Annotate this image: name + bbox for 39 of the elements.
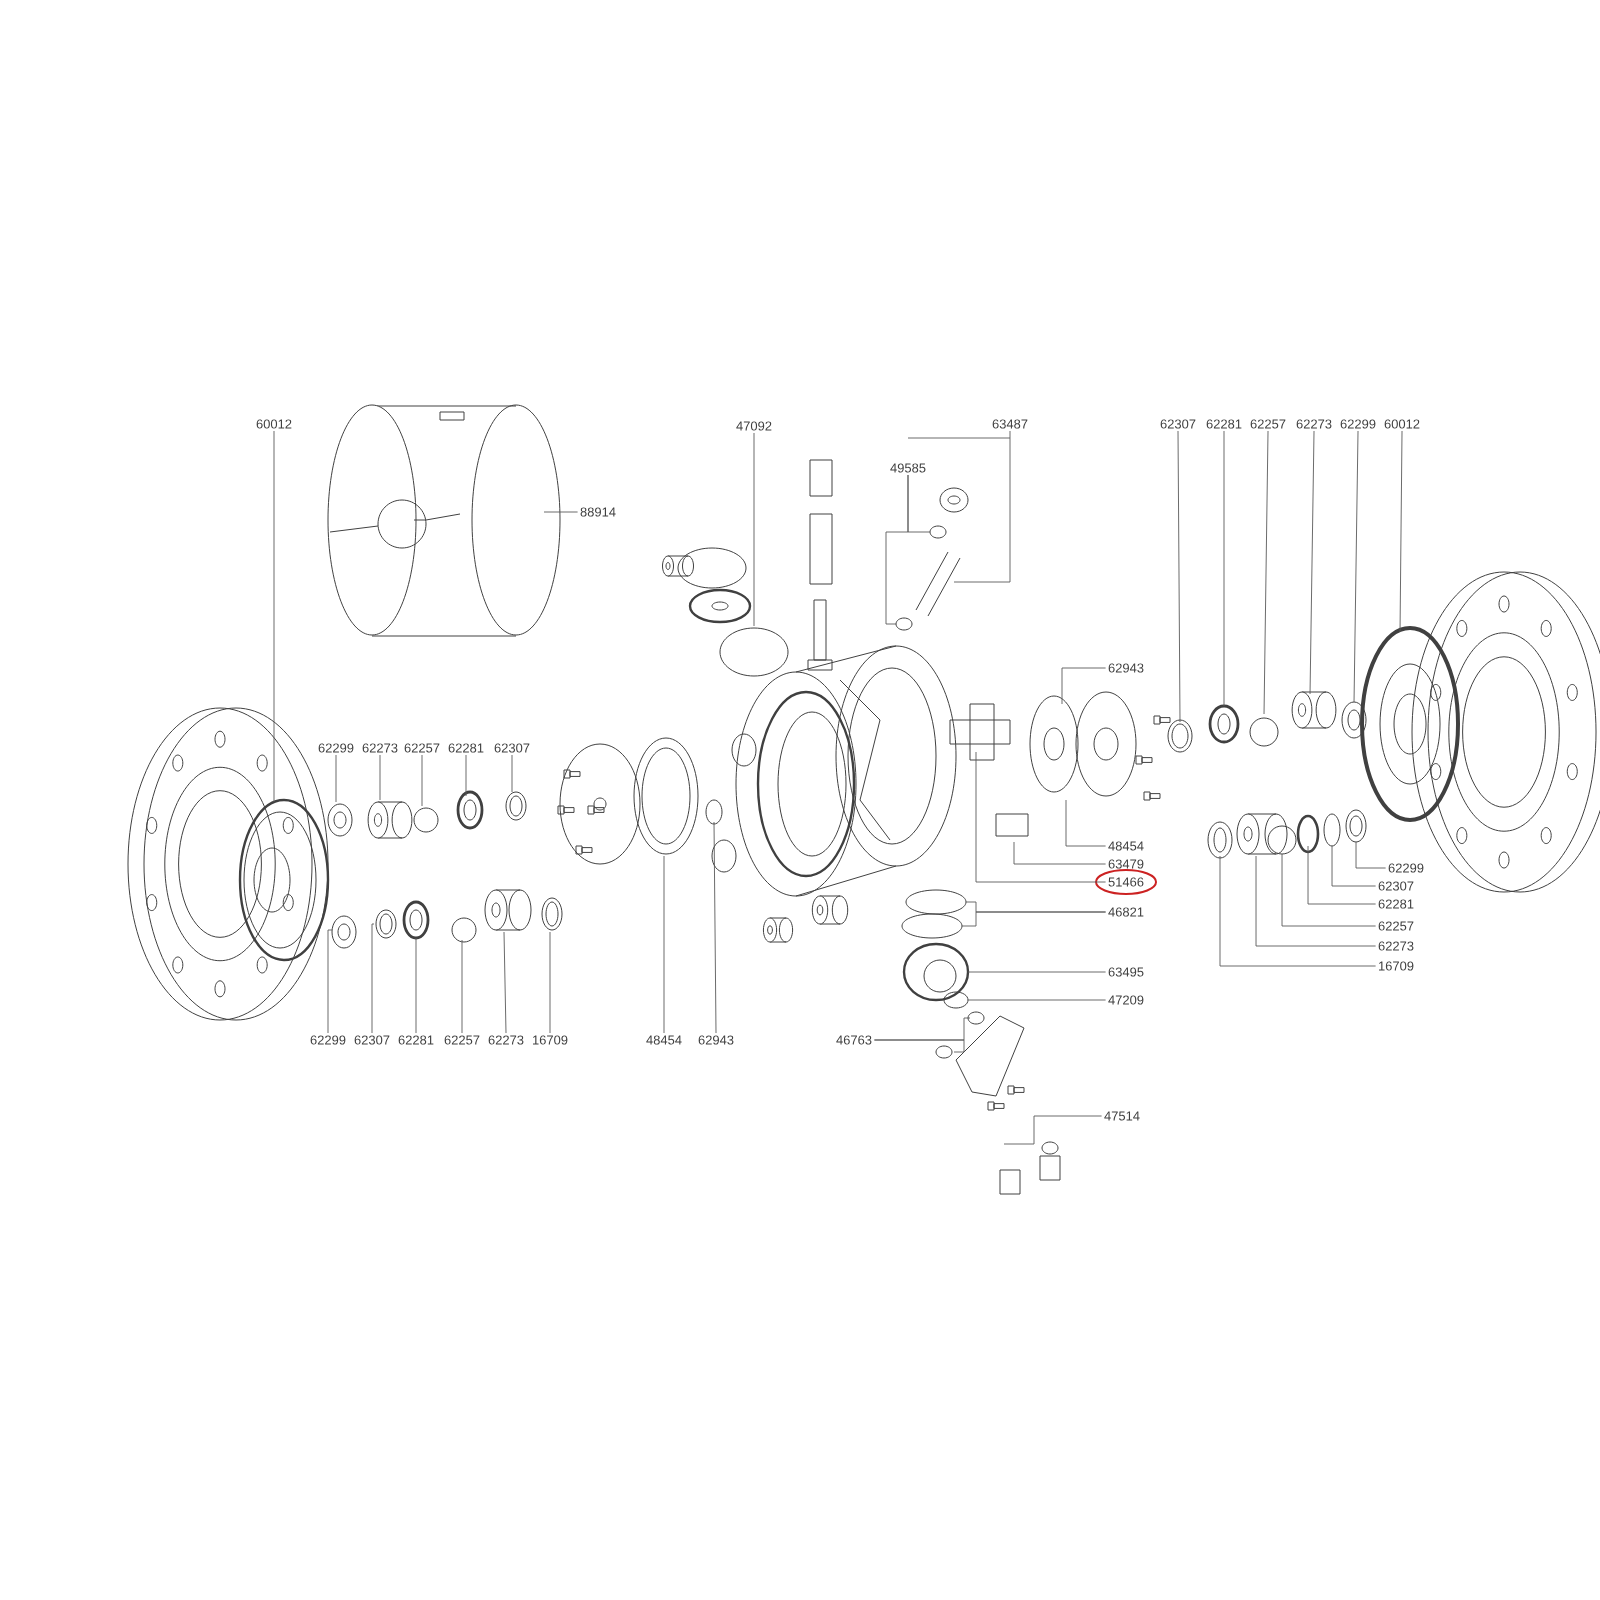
leader-line bbox=[873, 1039, 965, 1053]
leader-line bbox=[1355, 841, 1387, 869]
leader-line bbox=[967, 971, 1107, 973]
leader-line bbox=[753, 432, 755, 627]
leader-line bbox=[1003, 1115, 1103, 1145]
leader-line bbox=[967, 999, 1107, 1001]
leader-line bbox=[327, 929, 333, 1034]
leader-line bbox=[1013, 841, 1107, 865]
leader-line bbox=[1399, 430, 1403, 633]
leader-line bbox=[1309, 430, 1315, 695]
leader-line bbox=[885, 474, 909, 625]
leader-line bbox=[1219, 855, 1377, 967]
leader-line bbox=[511, 754, 513, 793]
leader-line bbox=[335, 754, 337, 803]
leader-line bbox=[961, 911, 1107, 927]
leader-line bbox=[1223, 430, 1225, 707]
leader-line bbox=[1177, 430, 1181, 723]
leader-line bbox=[371, 923, 375, 1034]
leader-line bbox=[465, 754, 467, 797]
leader-line bbox=[907, 430, 1011, 583]
leader-line bbox=[1065, 799, 1107, 847]
leader-line bbox=[461, 939, 463, 1034]
leader-line bbox=[1061, 667, 1107, 705]
leader-line bbox=[549, 931, 551, 1034]
leader-line bbox=[1353, 430, 1359, 703]
leader-line bbox=[663, 855, 665, 1034]
leader-line bbox=[415, 937, 417, 1034]
leader-line bbox=[1255, 855, 1377, 947]
leader-line bbox=[273, 430, 275, 803]
leader-line bbox=[379, 754, 381, 801]
leader-line bbox=[503, 931, 507, 1034]
leader-line bbox=[1307, 845, 1377, 905]
leader-line bbox=[1331, 845, 1377, 887]
leader-line bbox=[713, 821, 717, 1034]
leader-line bbox=[1281, 853, 1377, 927]
leader-line bbox=[975, 751, 1107, 883]
leader-line bbox=[421, 754, 423, 807]
leader-line bbox=[543, 511, 579, 513]
leader-line bbox=[1263, 430, 1269, 715]
